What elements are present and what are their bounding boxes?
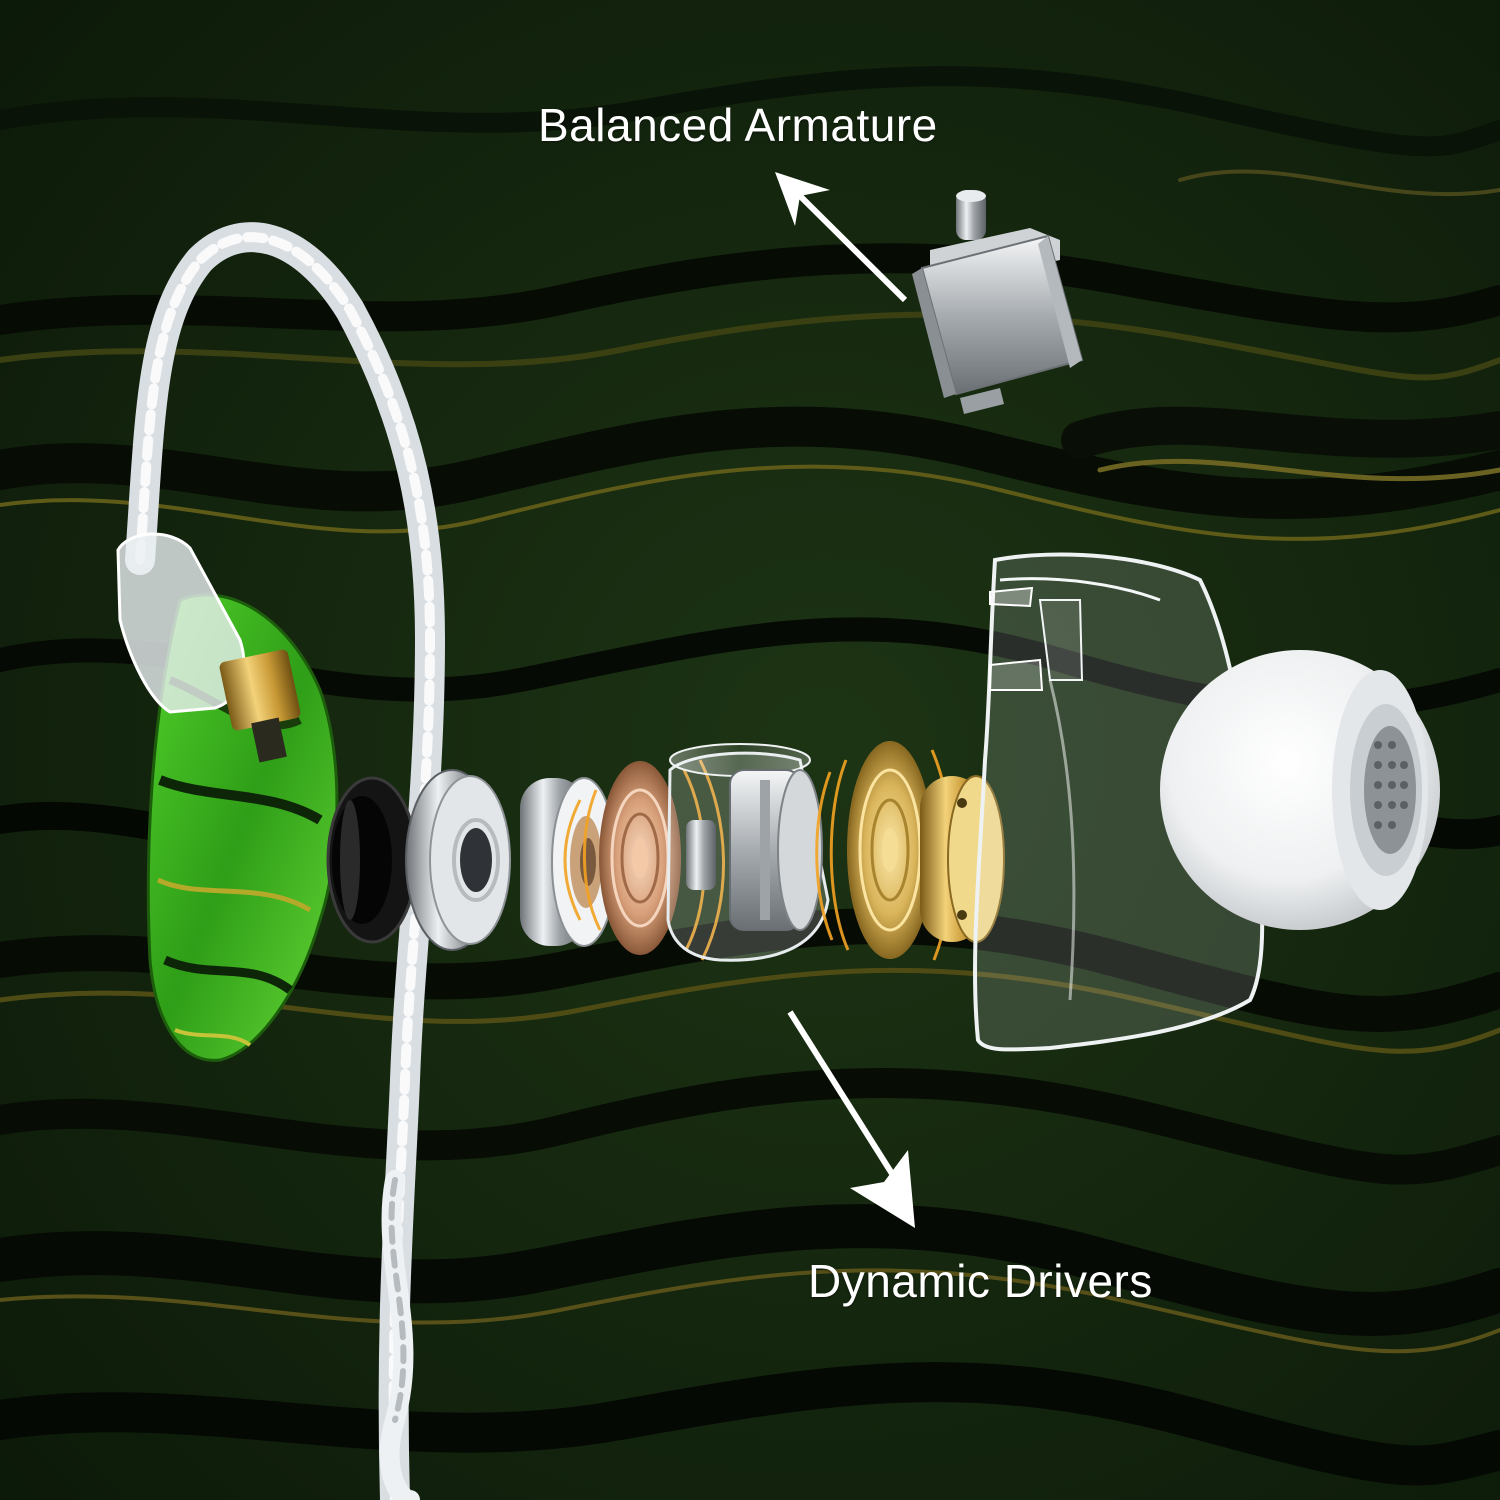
balanced-armature-arrow xyxy=(788,184,908,303)
dynamic-drivers-label: Dynamic Drivers xyxy=(808,1255,1153,1307)
cable-icon xyxy=(125,222,446,1500)
shell-icon xyxy=(973,552,1265,1052)
driver-housing-icon xyxy=(666,743,830,962)
balanced-armature-icon xyxy=(912,190,1084,414)
black-ring-icon xyxy=(326,776,418,944)
eartip-icon xyxy=(1160,650,1440,930)
dynamic-drivers-arrowhead xyxy=(850,1150,915,1228)
silver-washer-icon xyxy=(405,769,511,951)
dynamic-drivers-arrow xyxy=(787,1010,899,1182)
gold-diaphragm-icon xyxy=(847,741,933,959)
sound-wave-icon xyxy=(563,759,725,961)
connector-icon xyxy=(116,532,301,763)
balanced-armature-arrowhead xyxy=(775,172,830,226)
balanced-armature-label: Balanced Armature xyxy=(538,99,938,151)
gold-disc-icon xyxy=(920,775,1005,943)
